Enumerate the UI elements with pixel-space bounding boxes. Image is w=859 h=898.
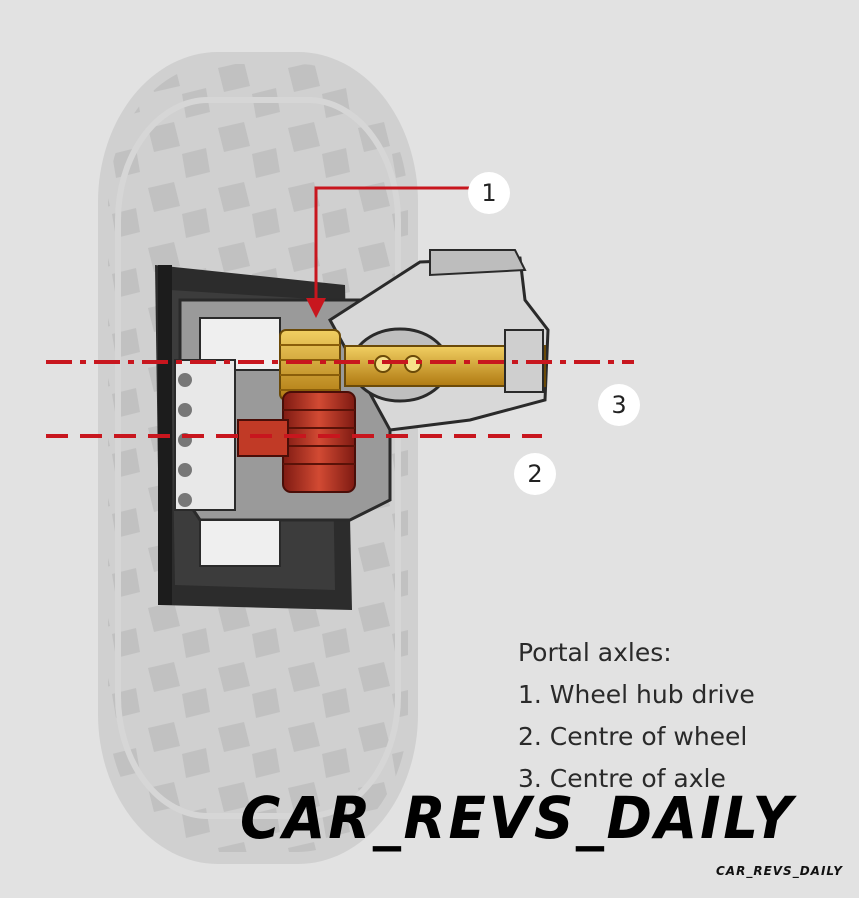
legend-item-1: 1. Wheel hub drive	[518, 680, 755, 709]
legend-item-2: 2. Centre of wheel	[518, 722, 748, 751]
callout-marker-3: 3	[598, 384, 640, 426]
watermark-logo-text: CAR_REVS_DAILY	[240, 784, 797, 852]
watermark-small: CAR_REVS_DAILY	[716, 864, 843, 878]
callout-marker-2: 2	[514, 453, 556, 495]
watermark-logo: CAR_REVS_DAILY	[240, 784, 797, 852]
wheel-hub-drive-gears	[237, 329, 356, 493]
legend-title: Portal axles:	[518, 638, 672, 667]
axle-housing	[328, 249, 550, 432]
legend-item-3: 3. Centre of axle	[518, 764, 726, 793]
callout-marker-1: 1	[468, 172, 510, 214]
legend: Portal axles: 1. Wheel hub drive 2. Cent…	[518, 632, 755, 800]
hub-drive-pointer	[306, 186, 470, 318]
